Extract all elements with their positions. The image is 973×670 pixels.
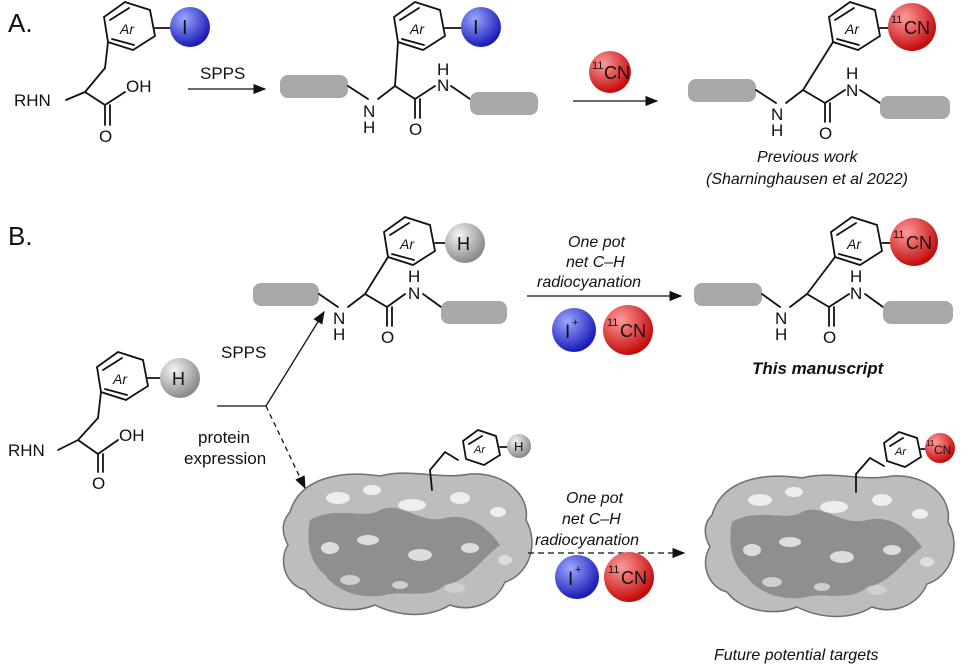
svg-text:I: I [473,17,479,39]
svg-text:11: 11 [891,14,902,26]
svg-text:O: O [381,328,394,347]
svg-text:CN: CN [904,18,930,38]
svg-text:11: 11 [592,60,603,72]
a-cyano-peptide: N H Ar 11 CN O N H [688,1,950,143]
svg-text:O: O [819,124,832,143]
svg-text:Ar: Ar [119,21,135,37]
b-amino-acid: Ar H RHN OH O [8,351,200,493]
svg-text:H: H [514,439,523,454]
expression-arrow [265,405,306,490]
svg-text:One pot: One pot [566,490,623,507]
svg-text:Ar: Ar [399,236,415,252]
svg-text:CN: CN [906,233,932,253]
svg-text:CN: CN [604,63,630,83]
spps-arrow-b [265,310,325,407]
svg-text:O: O [823,328,836,347]
spps-label-b: SPPS [221,343,266,362]
b-cyano-peptide: N H Ar 11 CN O N H [694,216,953,347]
svg-text:+: + [572,317,578,329]
section-b-label: B. [8,221,33,251]
svg-text:Ar: Ar [473,444,486,456]
protein-label: protein [198,428,250,447]
svg-text:O: O [92,474,105,493]
svg-text:radiocyanation: radiocyanation [537,274,641,291]
svg-text:11: 11 [607,317,618,329]
protein-right: Ar 11 CN [704,430,955,618]
svg-text:net C–H: net C–H [566,254,625,271]
svg-text:CN: CN [620,321,646,341]
svg-text:N: N [408,284,420,303]
a-cyanation-arrow: 11 CN [573,51,659,107]
svg-text:O: O [99,127,112,146]
svg-text:N: N [850,284,862,303]
svg-text:H: H [457,234,470,254]
svg-text:N: N [771,105,783,124]
svg-text:H: H [771,121,783,140]
svg-text:CN: CN [934,443,951,457]
reagent-pair-top: I + 11 CN [552,305,653,355]
reagent-pair-bottom: I + 11 CN [555,552,654,602]
svg-text:N: N [363,102,375,121]
svg-text:Ar: Ar [112,371,128,387]
svg-text:N: N [333,309,345,328]
svg-text:O: O [409,120,422,139]
this-manuscript-caption: This manuscript [752,359,885,378]
svg-text:net C–H: net C–H [562,511,621,528]
svg-text:N: N [846,81,858,100]
previous-work-caption: Previous work [757,149,858,166]
svg-text:11: 11 [893,229,904,241]
svg-text:OH: OH [126,77,152,96]
rhn-label: RHN [14,91,51,110]
section-a-label: A. [8,8,33,38]
a-iodo-peptide: N H Ar I O N H [280,1,538,139]
svg-text:N: N [775,309,787,328]
spps-label-a: SPPS [200,64,245,83]
hydrogen-ball [160,358,200,398]
a-iodo-amino-acid: Ar I RHN OH O [14,1,210,146]
svg-text:I: I [565,322,570,343]
svg-text:H: H [437,60,449,79]
iodine-ball [170,7,210,47]
svg-text:+: + [575,564,581,576]
svg-text:Ar: Ar [894,446,907,458]
svg-text:OH: OH [119,426,145,445]
svg-text:H: H [408,267,420,286]
svg-text:H: H [172,369,185,389]
svg-text:radiocyanation: radiocyanation [535,532,639,549]
svg-text:11: 11 [608,564,619,576]
svg-text:H: H [850,267,862,286]
svg-text:CN: CN [621,568,647,588]
future-targets-caption: Future potential targets [714,647,879,664]
svg-text:11: 11 [926,439,935,448]
citation-caption: (Sharninghausen et al 2022) [706,171,908,188]
svg-text:N: N [437,76,449,95]
b-ch-peptide: N H Ar H O N H [253,216,507,347]
svg-text:Ar: Ar [409,21,425,37]
svg-text:H: H [846,64,858,83]
svg-text:Ar: Ar [844,21,860,37]
svg-text:I: I [182,17,188,39]
protein-left: Ar H [282,428,533,616]
svg-text:Ar: Ar [846,236,862,252]
svg-text:One pot: One pot [568,234,625,251]
svg-text:H: H [775,325,787,344]
svg-text:H: H [333,325,345,344]
svg-text:I: I [568,569,573,590]
svg-text:RHN: RHN [8,441,45,460]
expression-label: expression [184,449,266,468]
svg-text:H: H [363,118,375,137]
